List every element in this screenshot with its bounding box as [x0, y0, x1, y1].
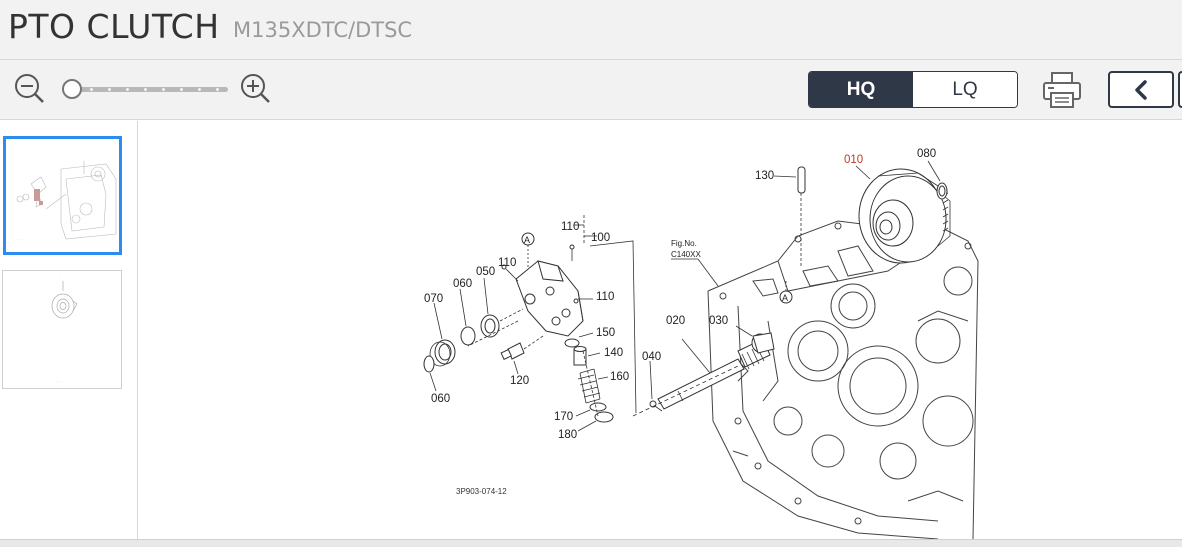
slider-tick [162, 88, 165, 91]
transmission-housing [707, 215, 979, 539]
part-label-090[interactable]: 060 [453, 278, 472, 290]
part-label-080[interactable]: 080 [917, 148, 936, 160]
model-name: M135XDTC/DTSC [233, 18, 413, 42]
drawing-code: 3P903-074-12 [456, 487, 507, 496]
part-label-010[interactable]: 010 [844, 154, 863, 166]
part-180-snap-ring[interactable] [594, 411, 614, 423]
page-title: PTO CLUTCH [8, 7, 220, 46]
next-button[interactable] [1178, 71, 1182, 108]
thumbnail-page-1[interactable]: · · · · [3, 136, 122, 255]
slider-tick [90, 88, 93, 91]
exploded-parts-diagram: Fig.No. C140XX 010 080 130 [423, 148, 979, 539]
fig-label: Fig.No. [671, 239, 697, 248]
hq-button[interactable]: HQ [809, 72, 913, 107]
part-100-valve-cover[interactable] [515, 260, 584, 337]
part-label-060[interactable]: 060 [431, 393, 450, 405]
zoom-slider-thumb[interactable] [62, 79, 82, 99]
part-020-pto-shaft[interactable] [651, 338, 771, 412]
svg-text:·: · [59, 275, 60, 280]
svg-text:· · · ·: · · · · [53, 379, 62, 384]
part-label-140[interactable]: 140 [604, 347, 623, 359]
part-label-110-top[interactable]: 110 [561, 221, 579, 233]
part-label-180[interactable]: 180 [558, 429, 577, 441]
zoom-out-icon [15, 74, 44, 103]
chevron-left-icon [1135, 79, 1147, 100]
thumbnail-diagram-image: · · · · · [51, 275, 78, 384]
part-label-170[interactable]: 170 [554, 411, 573, 423]
callout-a-cover: A [524, 235, 530, 245]
slider-tick [180, 88, 183, 91]
quality-toggle: HQ LQ [808, 71, 1018, 108]
part-130-pin[interactable] [797, 166, 806, 266]
toolbar: HQ LQ [0, 60, 1182, 120]
thumbnail-page-2[interactable]: · · · · · [2, 270, 122, 389]
slider-tick [144, 88, 147, 91]
part-label-050[interactable]: 050 [476, 266, 495, 278]
part-140-valve[interactable] [573, 346, 587, 366]
part-label-020[interactable]: 020 [666, 315, 685, 327]
part-090-o-ring[interactable] [460, 326, 476, 346]
zoom-out-button[interactable] [13, 72, 47, 106]
part-120-plug[interactable] [500, 335, 544, 360]
part-label-070[interactable]: 070 [424, 293, 443, 305]
slider-tick [108, 88, 111, 91]
part-070-bearing[interactable] [429, 339, 456, 367]
part-170-washer[interactable] [589, 402, 607, 412]
slider-tick [198, 88, 201, 91]
part-080-snap-ring[interactable] [936, 182, 948, 200]
thumbnail-diagram-image: · · · · [14, 161, 117, 242]
part-label-120[interactable]: 120 [510, 375, 529, 387]
lq-button[interactable]: LQ [913, 72, 1017, 107]
part-150-washer[interactable] [564, 338, 580, 348]
part-label-110-left[interactable]: 110 [498, 257, 516, 269]
header: PTO CLUTCH M135XDTC/DTSC [0, 0, 1182, 60]
svg-text:· · · ·: · · · · [14, 237, 23, 242]
part-030-collar[interactable] [751, 332, 775, 354]
thumbnail-sidebar: · · · · · · · · · [0, 121, 138, 539]
part-label-110-right[interactable]: 110 [596, 291, 614, 303]
part-010-clutch-pack[interactable] [858, 168, 951, 264]
previous-button[interactable] [1108, 71, 1174, 108]
part-label-130[interactable]: 130 [755, 170, 774, 182]
slider-tick [216, 88, 219, 91]
zoom-slider[interactable] [62, 79, 228, 99]
part-label-100[interactable]: 100 [591, 232, 610, 244]
footer-bar [0, 539, 1182, 547]
part-060-snap-ring[interactable] [423, 355, 435, 373]
part-label-030[interactable]: 030 [709, 315, 728, 327]
part-160-spring[interactable] [577, 368, 601, 404]
callout-a-housing: A [782, 293, 788, 303]
part-label-160[interactable]: 160 [610, 371, 629, 383]
printer-icon [1043, 72, 1081, 108]
slider-tick [126, 88, 129, 91]
part-label-040[interactable]: 040 [642, 351, 661, 363]
print-button[interactable] [1042, 71, 1082, 109]
zoom-in-button[interactable] [239, 72, 273, 106]
part-050-oil-seal[interactable] [480, 314, 500, 338]
parts-diagram-viewer[interactable]: Fig.No. C140XX 010 080 130 [138, 121, 1182, 539]
fig-number: C140XX [671, 250, 701, 259]
zoom-in-icon [241, 74, 270, 103]
part-label-150[interactable]: 150 [596, 327, 615, 339]
